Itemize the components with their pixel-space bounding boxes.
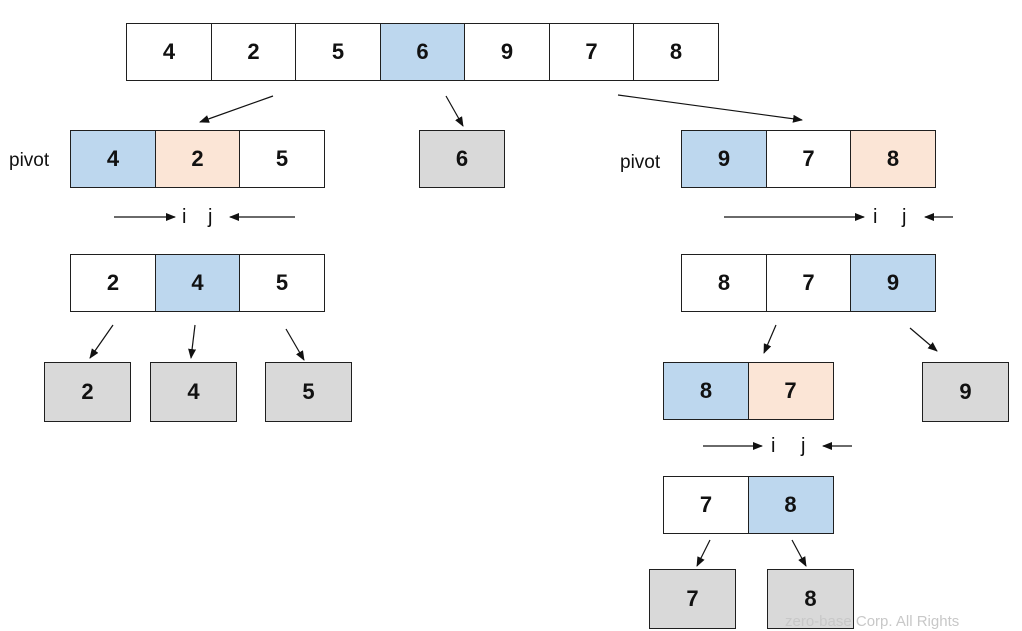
array-cell: 4 (126, 23, 212, 81)
array-cell: 5 (265, 362, 352, 422)
leaf-right-8: 8 (767, 569, 854, 629)
array-cell: 5 (239, 254, 325, 312)
array-cell: 8 (767, 569, 854, 629)
arrow-left2-to-5 (285, 328, 305, 361)
pointer-i-right-sub: i (771, 435, 776, 457)
leaf-right-9: 9 (922, 362, 1009, 422)
array-cell: 2 (154, 130, 241, 188)
array-cell: 7 (663, 476, 749, 534)
array-cell: 8 (850, 130, 936, 188)
leaf-left-2: 2 (44, 362, 131, 422)
arrow-right4-to-8 (791, 539, 807, 567)
pivot-label-right: pivot (620, 152, 661, 173)
pivot-label-left: pivot (9, 150, 50, 171)
watermark: zero-base Corp. All Rights (785, 613, 960, 630)
arrow-right4-to-7 (696, 539, 711, 567)
array-cell: 7 (747, 362, 834, 420)
pointer-j-left: j (208, 206, 213, 228)
array-cell: 7 (649, 569, 736, 629)
array-cell: 4 (150, 362, 237, 422)
pointer-i-right: i (873, 206, 878, 228)
array-cell: 7 (765, 254, 852, 312)
array-cell: 8 (681, 254, 767, 312)
array-cell: 9 (850, 254, 936, 312)
arrow-left2-to-2 (89, 324, 114, 359)
array-cell: 9 (464, 23, 550, 81)
array-cell: 8 (663, 362, 749, 420)
leaf-left-5: 5 (265, 362, 352, 422)
array-cell: 9 (922, 362, 1009, 422)
array-mid-pivot: 6 (419, 130, 505, 188)
array-cell: 4 (70, 130, 156, 188)
arrow-top-to-right (617, 94, 803, 123)
pointer-i-left: i (182, 206, 187, 228)
array-cell: 4 (154, 254, 241, 312)
leaf-left-4: 4 (150, 362, 237, 422)
array-cell: 2 (70, 254, 156, 312)
array-cell: 6 (419, 130, 505, 188)
array-cell: 6 (379, 23, 466, 81)
array-cell: 7 (765, 130, 852, 188)
array-cell: 8 (633, 23, 719, 81)
array-cell: 9 (681, 130, 767, 188)
array-cell: 7 (548, 23, 635, 81)
array-cell: 8 (747, 476, 834, 534)
arrow-left2-to-4 (188, 324, 197, 359)
array-cell: 5 (295, 23, 381, 81)
arrow-right2-to-87 (763, 324, 777, 354)
array-cell: 2 (44, 362, 131, 422)
array-cell: 5 (239, 130, 325, 188)
array-cell: 2 (210, 23, 297, 81)
arrow-top-to-left (199, 95, 274, 123)
arrow-top-to-mid (445, 95, 464, 127)
pointer-j-right: j (902, 206, 907, 228)
leaf-right-7: 7 (649, 569, 736, 629)
arrow-right2-to-9 (909, 327, 938, 352)
pointer-j-right-sub: j (801, 435, 806, 457)
